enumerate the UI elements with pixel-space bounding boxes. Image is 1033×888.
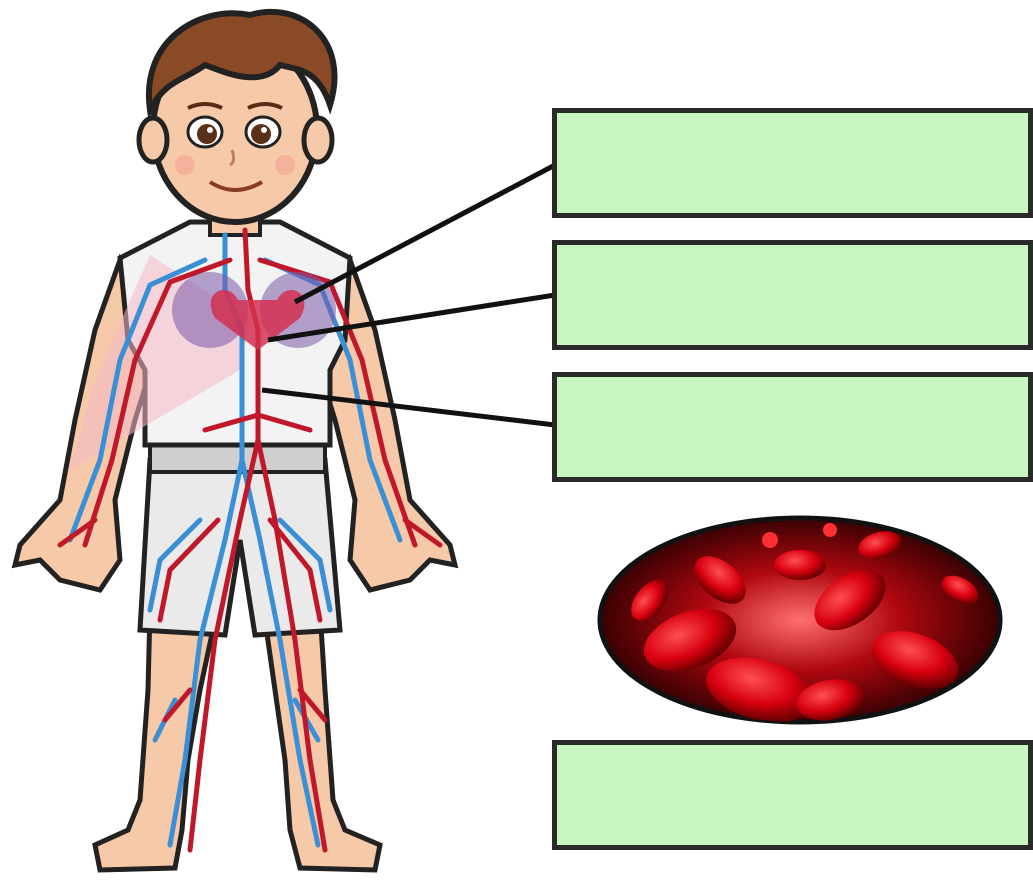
answer-box-2[interactable] [552, 240, 1033, 350]
boy-figure [15, 12, 455, 870]
answer-box-1[interactable] [552, 108, 1033, 218]
answer-box-4[interactable] [552, 740, 1033, 850]
right-ear [304, 118, 332, 162]
answer-box-3[interactable] [552, 372, 1033, 482]
legs [95, 610, 380, 870]
leader-line-1 [295, 165, 555, 302]
left-ear [139, 118, 167, 162]
blood-cells-image [600, 514, 1000, 733]
